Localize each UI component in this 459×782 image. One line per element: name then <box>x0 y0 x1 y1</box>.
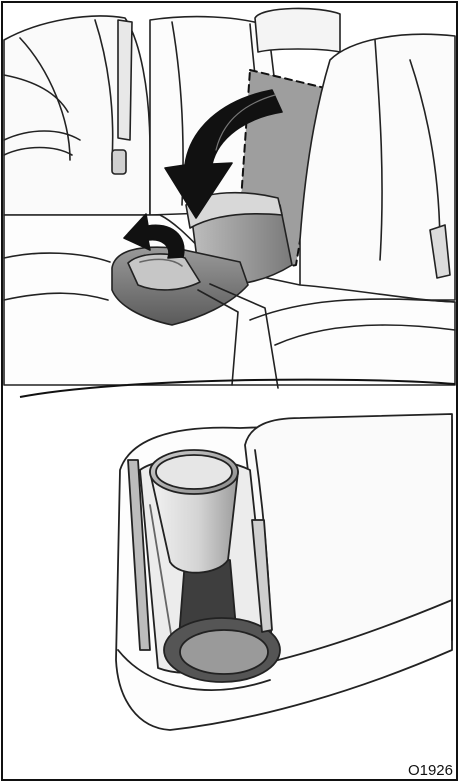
figure-code: O1926 <box>408 762 453 779</box>
headrest <box>255 8 340 52</box>
left-seatbelt <box>118 20 132 140</box>
top-panel <box>4 8 455 388</box>
